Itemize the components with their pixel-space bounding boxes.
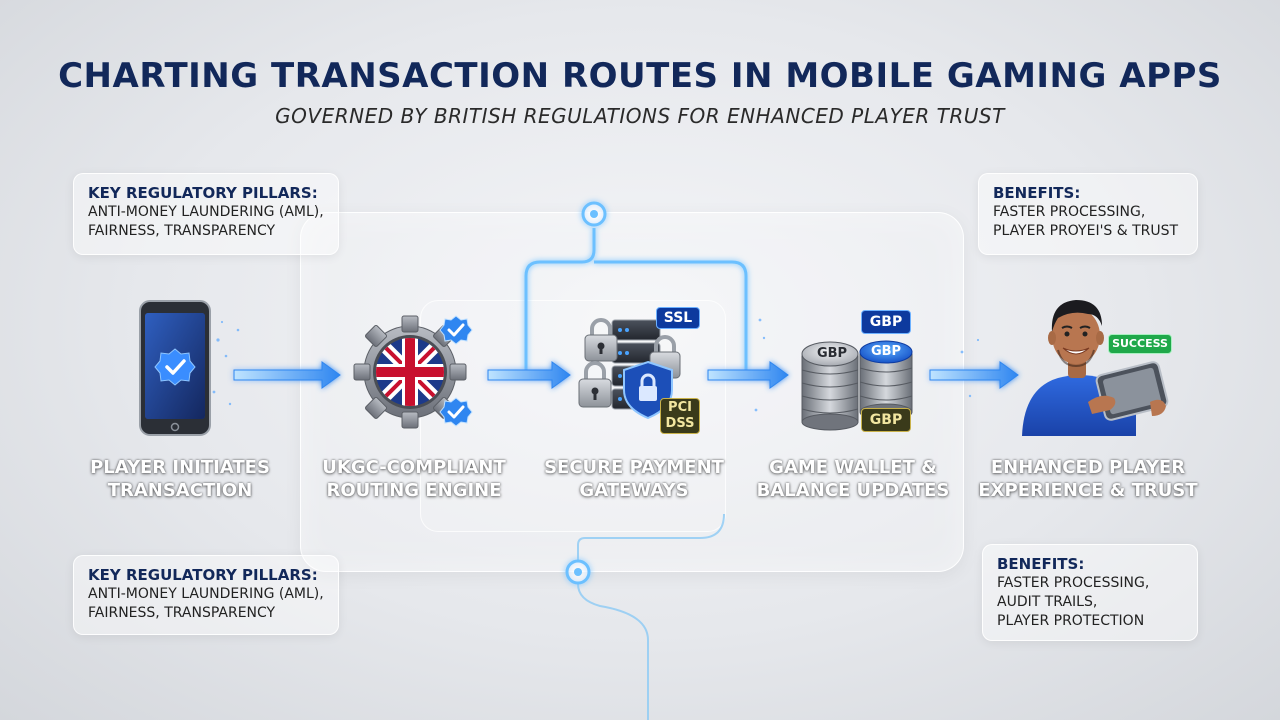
circuit-node-top-core (590, 210, 598, 218)
panel-heading: BENEFITS: (993, 184, 1081, 202)
success-badge: SUCCESS (1108, 334, 1172, 354)
step-label-payment-gateways: SECURE PAYMENT GATEWAYS (524, 456, 744, 502)
panel-heading: KEY REGULATORY PILLARS: (88, 566, 318, 584)
flow-arrow-3 (707, 361, 789, 389)
circuit-path-top (524, 228, 748, 372)
panel-line: AUDIT TRAILS, (997, 594, 1098, 610)
panel-line: PLAYER PROTECTION (997, 613, 1145, 629)
pci-dss-tag: PCI DSS (660, 398, 700, 434)
regulatory-pillars-panel-bottom: KEY REGULATORY PILLARS: ANTI-MONEY LAUND… (73, 555, 339, 635)
gbp-tag-top: GBP (861, 310, 911, 334)
step-label-line: EXPERIENCE & TRUST (978, 480, 1198, 501)
padlock-icon (584, 318, 618, 362)
server-lock-shield-icon (578, 318, 681, 420)
step-label-game-wallet: GAME WALLET & BALANCE UPDATES (743, 456, 963, 502)
panel-line: FASTER PROCESSING, (997, 575, 1150, 591)
check-badge-icon (439, 397, 473, 427)
check-badge-icon (439, 315, 473, 345)
step-label-line: ROUTING ENGINE (326, 480, 502, 501)
panel-line: ANTI-MONEY LAUNDERING (AML), (88, 204, 324, 220)
smartphone-check-icon (139, 300, 211, 436)
step-label-line: UKGC-COMPLIANT (322, 457, 506, 478)
flow-arrow-2 (487, 361, 571, 389)
step-label-routing-engine: UKGC-COMPLIANT ROUTING ENGINE (304, 456, 524, 502)
benefits-panel-top: BENEFITS: FASTER PROCESSING, PLAYER PROY… (978, 173, 1198, 255)
ssl-tag: SSL (656, 307, 700, 329)
panel-line: ANTI-MONEY LAUNDERING (AML), (88, 586, 324, 602)
flow-arrow-4 (929, 361, 1019, 389)
regulatory-pillars-panel-top: KEY REGULATORY PILLARS: ANTI-MONEY LAUND… (73, 173, 339, 255)
coin-label-right: GBP (870, 344, 902, 359)
coin-stack-left (801, 341, 859, 431)
sparkle-dots (212, 318, 980, 412)
panel-heading: BENEFITS: (997, 555, 1085, 573)
step-label-player-experience: ENHANCED PLAYER EXPERIENCE & TRUST (978, 456, 1198, 502)
step-label-line: PLAYER INITIATES (90, 457, 270, 478)
circuit-path-bottom (577, 513, 725, 720)
gear-union-flag-icon (353, 315, 473, 429)
player-tablet-icon (1022, 300, 1169, 436)
pci-text: PCI (668, 400, 692, 415)
step-label-line: GAME WALLET & (769, 457, 937, 478)
flow-arrow-1 (233, 361, 341, 389)
page-subtitle: GOVERNED BY BRITISH REGULATIONS FOR ENHA… (275, 104, 1005, 128)
dss-text: DSS (665, 416, 695, 431)
step-label-line: TRANSACTION (107, 480, 253, 501)
step-label-player-initiates: PLAYER INITIATES TRANSACTION (70, 456, 290, 502)
circuit-node-bottom-core (574, 568, 582, 576)
gbp-tag-bottom: GBP (861, 408, 911, 432)
panel-line: FAIRNESS, TRANSPARENCY (88, 605, 276, 621)
panel-line: FASTER PROCESSING, (993, 204, 1146, 220)
panel-line: PLAYER PROYEI'S & TRUST (993, 223, 1179, 239)
page-title: CHARTING TRANSACTION ROUTES IN MOBILE GA… (58, 56, 1222, 96)
panel-line: FAIRNESS, TRANSPARENCY (88, 223, 276, 239)
panel-heading: KEY REGULATORY PILLARS: (88, 184, 318, 202)
step-label-line: GATEWAYS (579, 480, 689, 501)
step-label-line: SECURE PAYMENT (544, 457, 724, 478)
coin-label-left: GBP (816, 346, 848, 361)
padlock-icon (578, 361, 612, 408)
step-label-line: ENHANCED PLAYER (990, 457, 1186, 478)
benefits-panel-bottom: BENEFITS: FASTER PROCESSING, AUDIT TRAIL… (982, 544, 1198, 641)
step-label-line: BALANCE UPDATES (756, 480, 950, 501)
